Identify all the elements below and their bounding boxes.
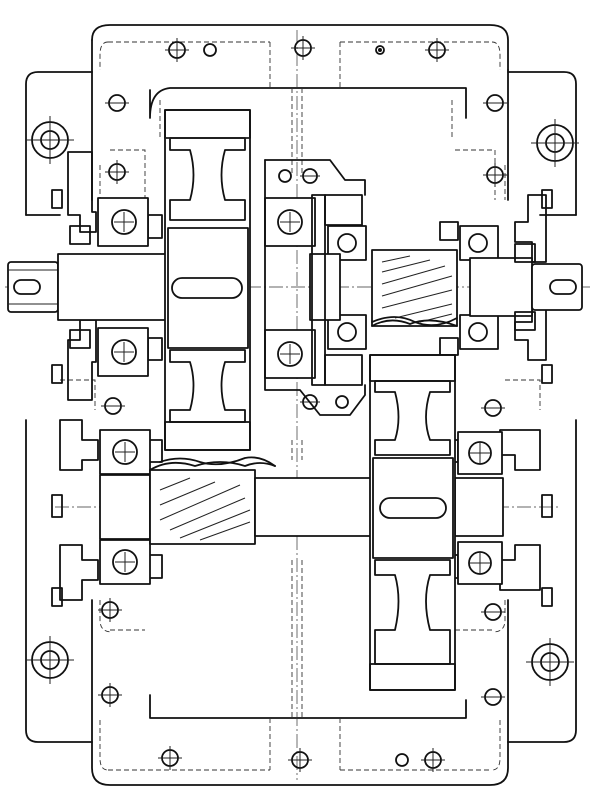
bolt: [335, 395, 349, 409]
pinion-upper: [371, 249, 458, 327]
bolt: [98, 598, 122, 622]
bolt: [101, 397, 125, 415]
bearing: [459, 314, 499, 350]
hidden-lines: [60, 41, 541, 771]
large-gear-upper: [164, 109, 251, 451]
bearing: [264, 329, 316, 379]
bearing: [99, 429, 151, 475]
bolt: [288, 748, 312, 772]
bolt: [425, 38, 449, 62]
input-shaft: [7, 225, 583, 349]
bearing: [97, 197, 149, 247]
bolts: [51, 36, 553, 772]
bearing: [459, 225, 499, 261]
bearing: [97, 327, 149, 377]
bolt: [541, 364, 553, 384]
bolt: [278, 169, 292, 183]
bolt: [165, 38, 189, 62]
bolt: [541, 189, 553, 209]
bolt: [105, 94, 129, 112]
bearing: [264, 197, 316, 247]
large-gear-lower: [369, 354, 456, 691]
mounting-hole-bottom-left: [26, 636, 74, 684]
bolt: [395, 753, 409, 767]
bolt: [483, 94, 507, 112]
mounting-hole-top-right: [531, 119, 579, 167]
output-shaft: [99, 461, 504, 545]
bolt: [105, 160, 129, 184]
bolt: [481, 603, 505, 621]
mounting-hole-bottom-right: [526, 638, 574, 686]
mounting-holes: [26, 116, 579, 686]
bolt: [421, 748, 445, 772]
bolt: [203, 43, 217, 57]
bolt: [51, 189, 63, 209]
bolt: [51, 364, 63, 384]
bolt: [483, 163, 507, 187]
bearing: [457, 431, 503, 475]
break-lines: [159, 316, 458, 467]
bolt: [541, 494, 553, 518]
housing-outline: [25, 24, 577, 786]
bolt: [481, 399, 505, 417]
bolt: [98, 683, 122, 707]
bearing: [99, 539, 151, 585]
bolt: [158, 746, 182, 770]
bolt: [541, 587, 553, 607]
bearing-caps: [59, 151, 547, 601]
mounting-hole-top-left: [26, 116, 74, 164]
bolt: [481, 688, 505, 706]
bolt: [51, 587, 63, 607]
bolt: [300, 168, 320, 184]
bolt: [51, 494, 63, 518]
bolt: [291, 36, 315, 60]
inner-web: [264, 159, 366, 416]
bearing: [457, 541, 503, 585]
dowel: [375, 45, 385, 55]
